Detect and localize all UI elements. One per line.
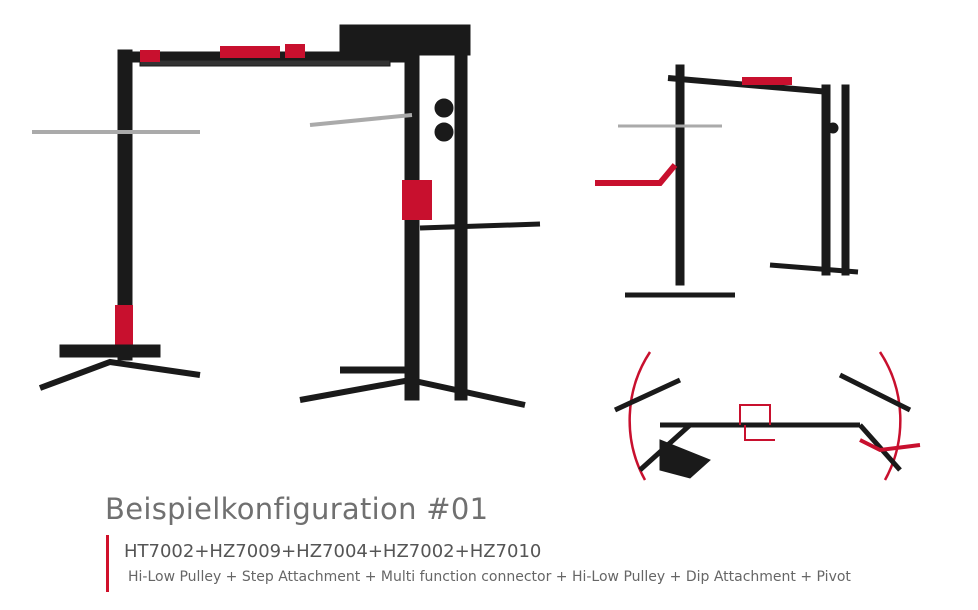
model-codes: HT7002+HZ7009+HZ7004+HZ7002+HZ7010 (124, 541, 542, 562)
side-view-image (595, 64, 859, 298)
configuration-heading: Beispielkonfiguration #01 (105, 492, 489, 526)
top-view-image (613, 351, 921, 481)
main-rack-image (32, 24, 541, 408)
accent-bar (106, 535, 109, 592)
configuration-description: Hi-Low Pulley + Step Attachment + Multi … (128, 569, 851, 585)
